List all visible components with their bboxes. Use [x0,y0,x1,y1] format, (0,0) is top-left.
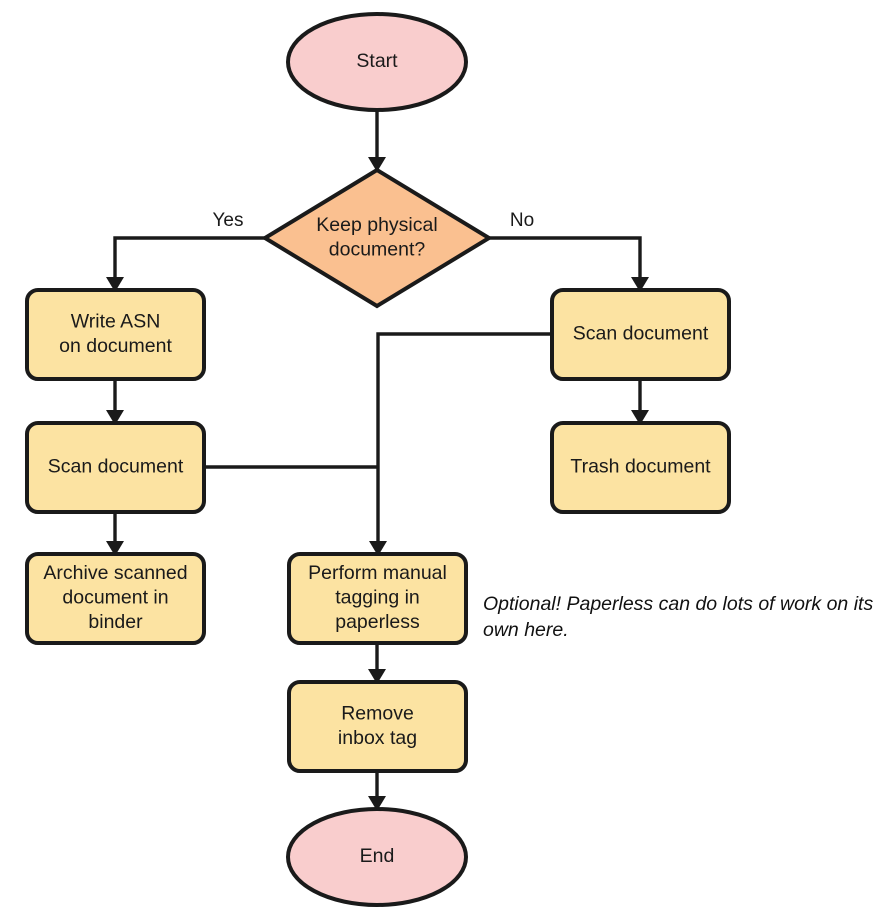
edge-labels-layer: Yes No [213,210,535,231]
annotation-optional-note: Optional! Paperless can do lots of work … [483,593,874,641]
node-label-line: tagging in [335,587,420,609]
process-shape[interactable] [25,288,206,381]
node-label-line: Remove [341,702,414,724]
edge-path [113,236,265,284]
node-label-line: Trash document [570,456,711,478]
edge-path [376,332,552,548]
node-label-line: Keep physical [316,214,437,236]
arrowhead-icon [631,410,649,425]
edge-scan-document-right-to-trash [631,379,649,425]
node-label-line: Archive scanned [43,562,187,584]
node-scan-document-right[interactable]: Scan document [550,288,731,381]
node-label-line: Perform manual [308,562,447,584]
process-shape[interactable] [25,552,206,645]
process-shape[interactable] [287,680,468,773]
node-label-line: Write ASN [71,310,161,332]
node-trash-document[interactable]: Trash document [550,421,731,514]
edge-manual-tagging-to-remove-inbox-tag [368,643,386,684]
node-label-line: binder [88,611,143,633]
arrowhead-icon [368,157,386,172]
edge-label-yes: Yes [213,210,244,231]
node-label-line: inbox tag [338,727,417,749]
process-shape[interactable] [550,421,731,514]
node-label-line: Scan document [48,456,184,478]
edge-path [489,236,642,284]
arrowhead-icon [369,541,387,556]
process-shape[interactable] [25,421,206,514]
node-label-line: End [360,845,395,867]
edge-decision-no-to-scan-document-right [489,236,649,292]
terminator-shape[interactable] [286,12,468,112]
process-shape[interactable] [287,552,468,645]
edges-layer [106,110,649,811]
edge-remove-inbox-tag-to-end [368,771,386,811]
node-label-line: Start [356,50,398,72]
node-label-line: on document [59,335,172,357]
edge-write-asn-to-scan-document-left [106,379,124,425]
edge-start-to-decision [368,110,386,172]
arrowhead-icon [631,277,649,292]
arrowhead-icon [106,410,124,425]
node-end[interactable]: End [286,807,468,907]
arrowhead-icon [106,277,124,292]
arrowhead-icon [368,796,386,811]
node-label-line: document in [62,587,168,609]
edge-decision-yes-to-write-asn [106,236,265,292]
node-label-line: Scan document [573,323,709,345]
node-label-line: document? [329,238,426,260]
node-start[interactable]: Start [286,12,468,112]
node-remove-inbox-tag[interactable]: Remove inbox tag [287,680,468,773]
edge-scan-document-left-to-archive [106,512,124,556]
node-label-line: paperless [335,611,420,633]
node-write-asn-on-document[interactable]: Write ASN on document [25,288,206,381]
decision-shape[interactable] [261,167,493,309]
edge-label-no: No [510,210,534,231]
process-shape[interactable] [550,288,731,381]
node-scan-document-left[interactable]: Scan document [25,421,206,514]
arrowhead-icon [106,541,124,556]
terminator-shape[interactable] [286,807,468,907]
edge-scan-document-right-to-manual-tagging [369,332,552,556]
arrowhead-icon [368,669,386,684]
